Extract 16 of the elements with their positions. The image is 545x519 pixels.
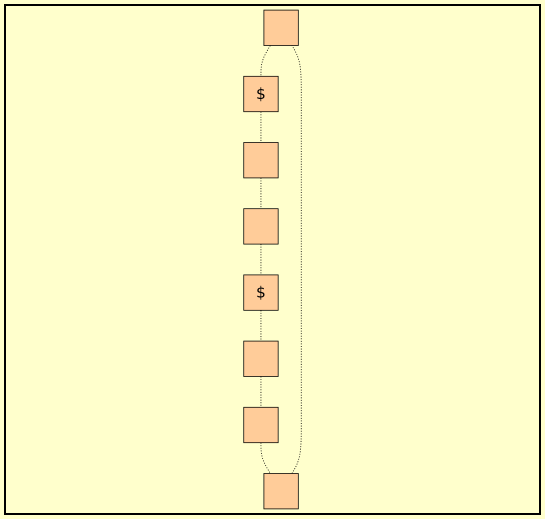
node-box bbox=[264, 473, 299, 510]
node-box: $ bbox=[243, 274, 279, 311]
connector bbox=[260, 244, 262, 276]
connector bbox=[260, 442, 271, 474]
node-box: $ bbox=[243, 76, 279, 112]
node-box bbox=[243, 208, 279, 244]
connector bbox=[260, 310, 262, 342]
connector bbox=[260, 178, 262, 210]
node-box bbox=[243, 142, 279, 178]
node-box bbox=[243, 340, 279, 377]
node-box bbox=[243, 406, 279, 444]
connector bbox=[292, 45, 302, 474]
connector bbox=[260, 376, 262, 408]
node-box bbox=[264, 10, 299, 46]
connector bbox=[260, 45, 271, 77]
connector bbox=[260, 111, 262, 143]
